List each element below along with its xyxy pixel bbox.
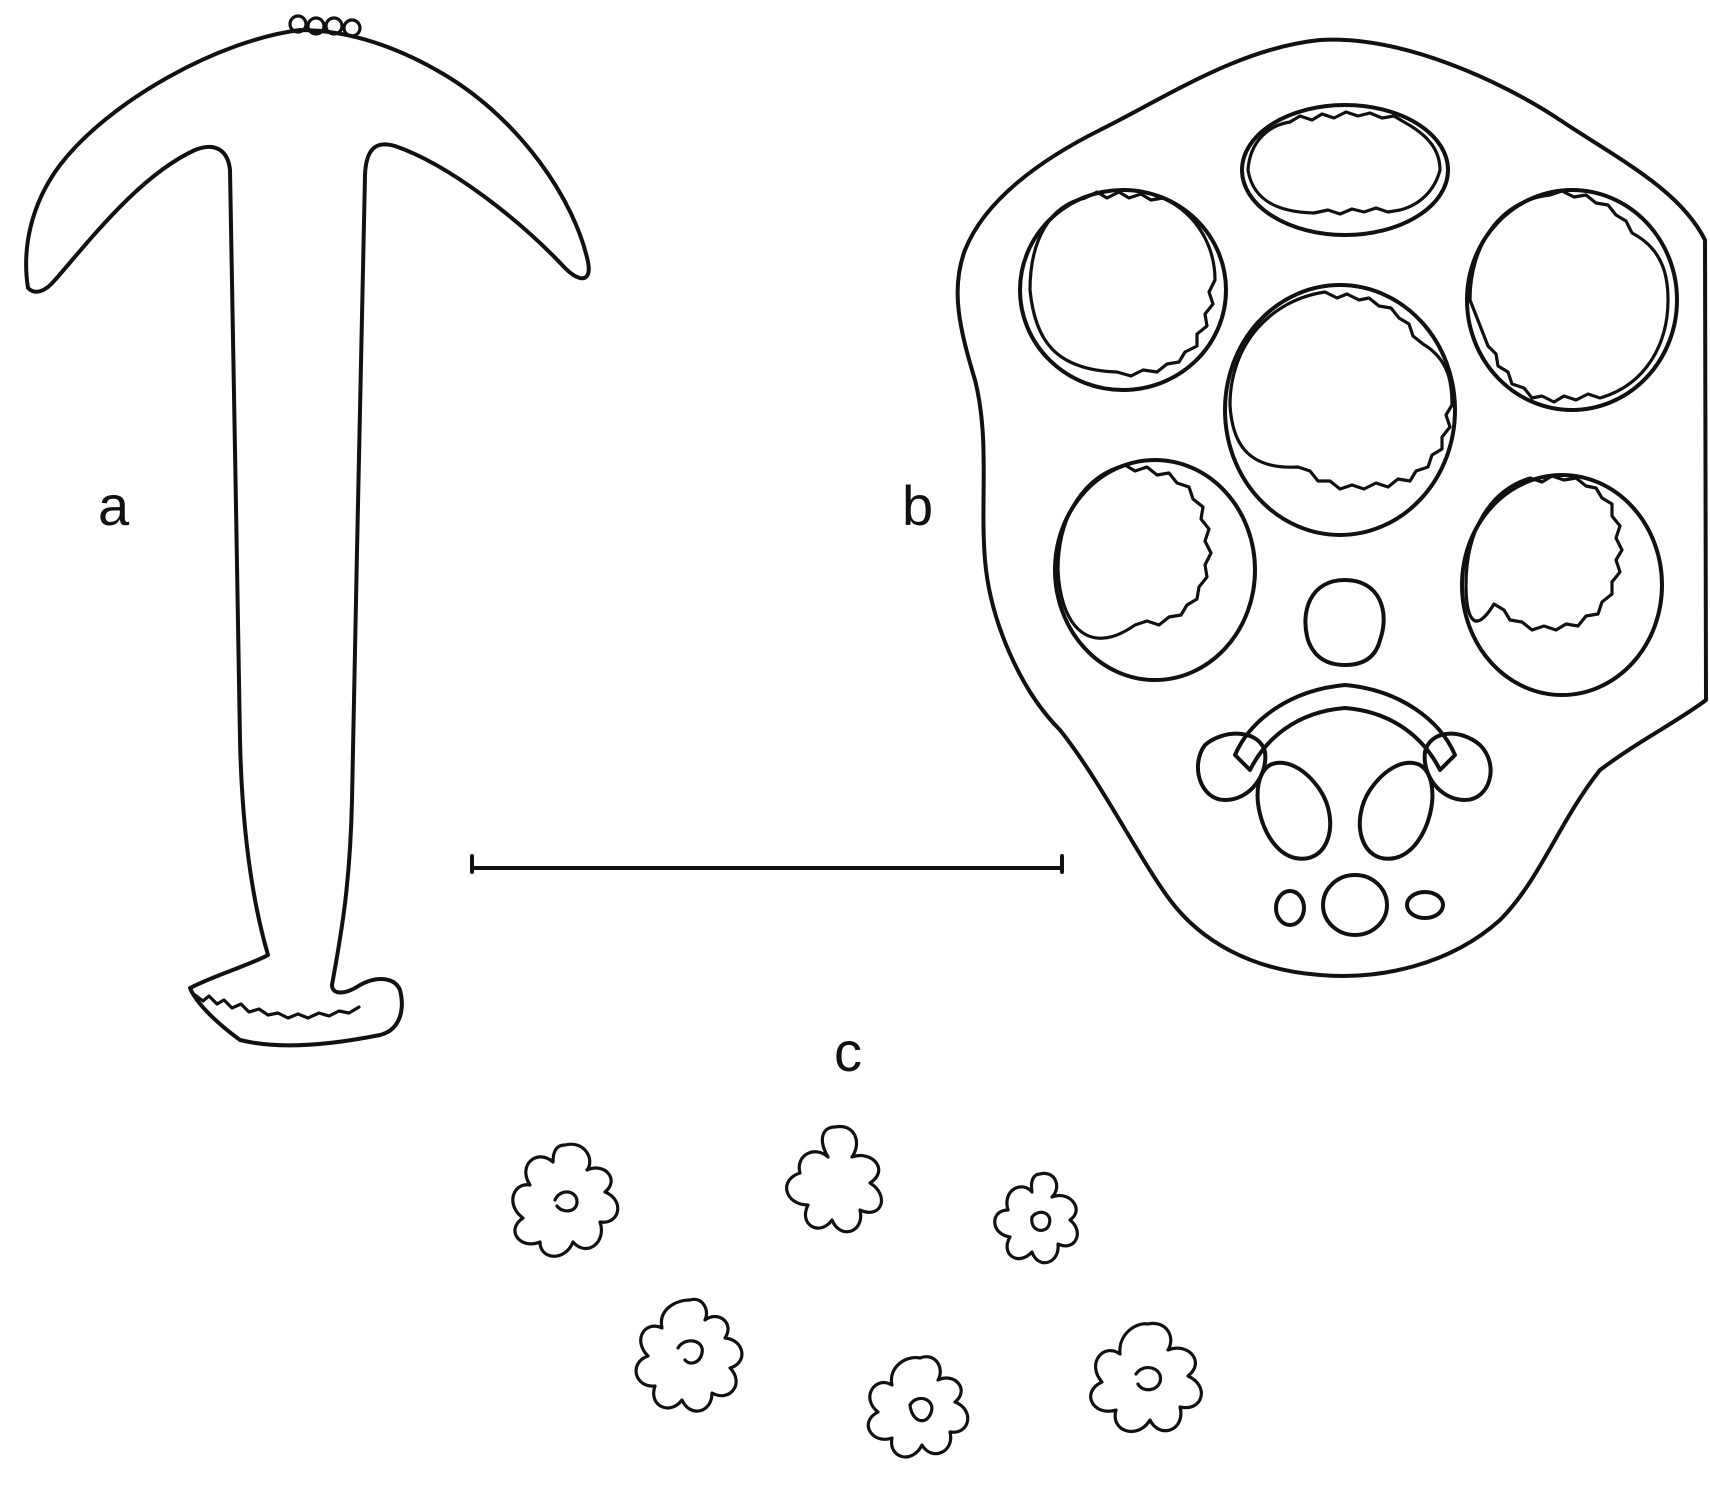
plate-hole-loop-left	[1258, 763, 1331, 859]
plate-knob	[1305, 580, 1383, 665]
plate-hole-lower-left	[1055, 460, 1255, 680]
rosette-group	[513, 1126, 1202, 1456]
plate-hole-center	[1225, 285, 1455, 535]
knob-4	[344, 20, 360, 36]
plate-hole-loop-right	[1360, 763, 1433, 859]
plate-hole-upper-right	[1467, 190, 1677, 410]
rosette-3	[995, 1173, 1078, 1262]
rosette-5	[868, 1357, 967, 1457]
anchor-outline	[26, 30, 589, 1045]
rosette-4	[636, 1299, 742, 1411]
plate-hole-bottom-left	[1276, 891, 1304, 925]
scale-bar	[472, 856, 1062, 872]
plate-arch	[1235, 685, 1455, 770]
anchor-plate-drawing	[958, 40, 1706, 976]
panel-label-c: c	[834, 1024, 862, 1080]
plate-outline	[958, 40, 1706, 976]
rosette-1	[513, 1144, 618, 1256]
plate-hole-upper-left	[1020, 190, 1226, 390]
plate-hole-bottom-center	[1323, 875, 1387, 935]
plate-hole-side-right	[1425, 734, 1491, 800]
rosette-6	[1091, 1323, 1202, 1431]
plate-hole-bottom-right	[1407, 892, 1443, 918]
plate-hole-top	[1242, 105, 1448, 235]
rosette-2	[787, 1126, 882, 1231]
plate-hole-lower-right	[1462, 475, 1662, 695]
panel-label-b: b	[902, 478, 933, 534]
anchor-base-frill	[195, 995, 359, 1018]
panel-label-a: a	[98, 478, 129, 534]
plate-hole-side-left	[1198, 734, 1265, 800]
plate-lower-structure	[1198, 580, 1491, 935]
